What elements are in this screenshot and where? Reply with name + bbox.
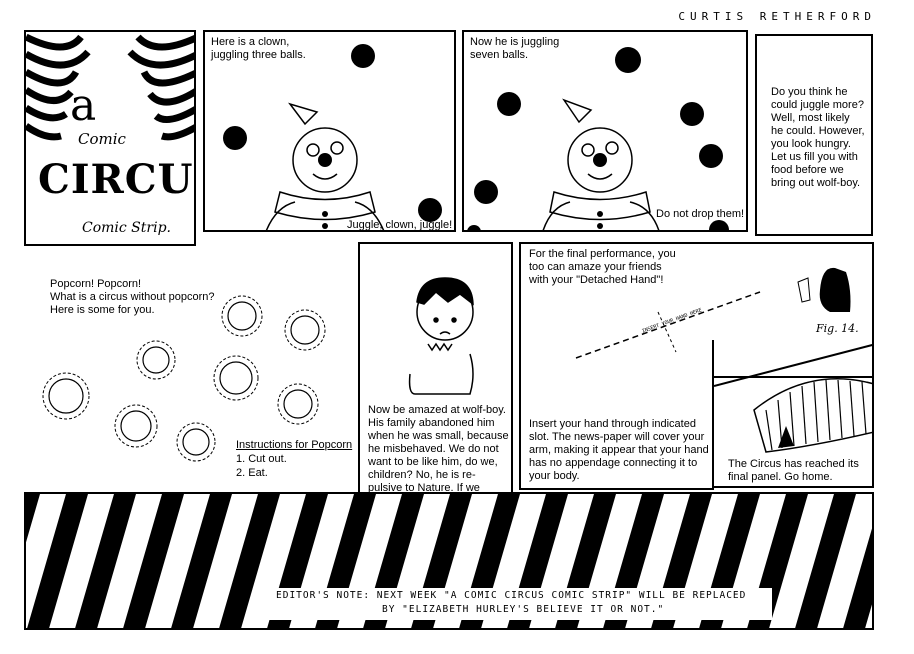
- stripe: [171, 494, 232, 628]
- clown3-bottom: Juggle, clown, juggle!: [347, 219, 453, 231]
- stripe: [219, 494, 280, 628]
- popcorn-intro: Popcorn! Popcorn! What is a circus witho…: [50, 278, 215, 316]
- food-panel: Do you think he could juggle more? Well,…: [755, 34, 873, 236]
- clown3-drawing: [223, 44, 442, 230]
- title-comic: Comic: [78, 130, 126, 148]
- title-a: a: [70, 80, 97, 131]
- wolfboy-drawing: [408, 277, 474, 395]
- tent-text: The Circus has reached its final panel. …: [728, 458, 859, 483]
- tent-panel: The Circus has reached its final panel. …: [712, 340, 874, 488]
- title-panel: a Comic CIRCUS Comic Strip.: [24, 30, 196, 246]
- hand-top-text: For the final performance, you too can a…: [529, 248, 676, 286]
- wolfboy-panel: Now be amazed at wolf-boy. His family ab…: [358, 242, 513, 525]
- clown7-drawing: [467, 47, 729, 230]
- popcorn-step-1: 1. Cut out.: [236, 453, 287, 465]
- hand-fig-label: Fig. 14.: [816, 322, 859, 335]
- clown3-caption: Here is a clown, juggling three balls.: [211, 36, 306, 61]
- stripe: [27, 494, 88, 628]
- stripe: [75, 494, 136, 628]
- editor-note-panel: EDITOR'S NOTE: NEXT WEEK "A COMIC CIRCUS…: [24, 492, 874, 630]
- title-comic-strip: Comic Strip.: [82, 220, 171, 236]
- clown-seven-balls-panel: Now he is juggling seven balls. Do not d…: [462, 30, 748, 232]
- stripe: [795, 494, 856, 628]
- popcorn-area: Popcorn! Popcorn! What is a circus witho…: [24, 246, 354, 486]
- clown7-bottom: Do not drop them!: [656, 208, 745, 220]
- stripe: [843, 528, 872, 628]
- stripe: [123, 494, 184, 628]
- popcorn-step-2: 2. Eat.: [236, 467, 268, 479]
- popcorn-instructions-title: Instructions for Popcorn: [236, 439, 353, 451]
- editor-note-line-1: EDITOR'S NOTE: NEXT WEEK "A COMIC CIRCUS…: [276, 590, 747, 601]
- popcorn-pieces: [42, 295, 326, 462]
- tent-drawing: [714, 344, 872, 453]
- hand-bottom-text: Insert your hand through indicated slot.…: [529, 418, 709, 482]
- wolfboy-text: Now be amazed at wolf-boy. His family ab…: [368, 404, 509, 520]
- clown-three-balls-panel: Here is a clown, juggling three balls. J…: [203, 30, 456, 232]
- editor-note-line-2: BY "ELIZABETH HURLEY'S BELIEVE IT OR NOT…: [382, 604, 665, 615]
- detached-hand-panel: [519, 242, 714, 490]
- food-text: Do you think he could juggle more? Well,…: [771, 86, 865, 189]
- title-circus: CIRCUS: [38, 156, 194, 203]
- curtain-drawing: [26, 33, 194, 141]
- editor-note-box: [262, 588, 772, 620]
- author-credit: CURTIS RETHERFORD: [678, 10, 876, 23]
- clown7-caption: Now he is juggling seven balls.: [470, 36, 560, 61]
